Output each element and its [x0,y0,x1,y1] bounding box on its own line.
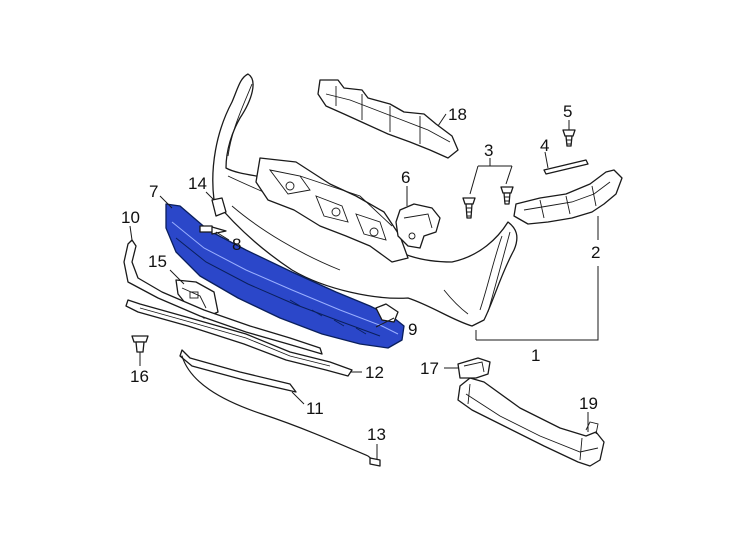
callout-8[interactable]: 8 [232,235,241,254]
part-16-screw[interactable] [131,335,149,353]
callout-5[interactable]: 5 [563,102,572,121]
callout-15[interactable]: 15 [148,252,167,271]
part-3-screw-left[interactable] [462,197,476,219]
part-19-reinforcement-beam[interactable] [457,377,605,467]
part-4-trim-strip[interactable] [543,159,589,175]
part-10-molding-strip[interactable] [123,239,323,355]
part-5-screw[interactable] [562,129,576,147]
part-17-bracket[interactable] [457,357,491,379]
leader-lines [129,113,599,460]
callout-2[interactable]: 2 [591,243,600,262]
callout-9[interactable]: 9 [408,320,417,339]
callout-12[interactable]: 12 [365,363,384,382]
callout-4[interactable]: 4 [540,136,549,155]
part-8-push-pin[interactable] [199,225,227,235]
callout-3[interactable]: 3 [484,141,493,160]
callout-1[interactable]: 1 [531,346,540,365]
part-3-screw-right[interactable] [500,186,514,205]
callout-19[interactable]: 19 [579,394,598,413]
callout-17[interactable]: 17 [420,359,439,378]
part-11-thin-molding[interactable] [179,349,297,393]
callout-14[interactable]: 14 [188,174,207,193]
part-14-clip[interactable] [211,197,227,217]
part-12-lower-molding[interactable] [125,299,353,377]
part-6-bracket[interactable] [395,203,441,249]
callout-6[interactable]: 6 [401,168,410,187]
callout-11[interactable]: 11 [306,399,324,418]
callout-16[interactable]: 16 [130,367,149,386]
grille-support-bracket [255,157,409,263]
callout-labels: 1 2 3 4 5 6 7 8 9 10 11 12 13 14 15 16 1… [121,102,600,444]
part-18-absorber[interactable] [317,79,459,159]
callout-7[interactable]: 7 [149,182,158,201]
part-7-lower-valance[interactable] [165,203,405,349]
callout-13[interactable]: 13 [367,425,386,444]
part-2-side-bracket[interactable] [513,169,623,225]
part-9-clip[interactable] [375,303,399,323]
callout-18[interactable]: 18 [448,105,467,124]
callout-10[interactable]: 10 [121,208,140,227]
